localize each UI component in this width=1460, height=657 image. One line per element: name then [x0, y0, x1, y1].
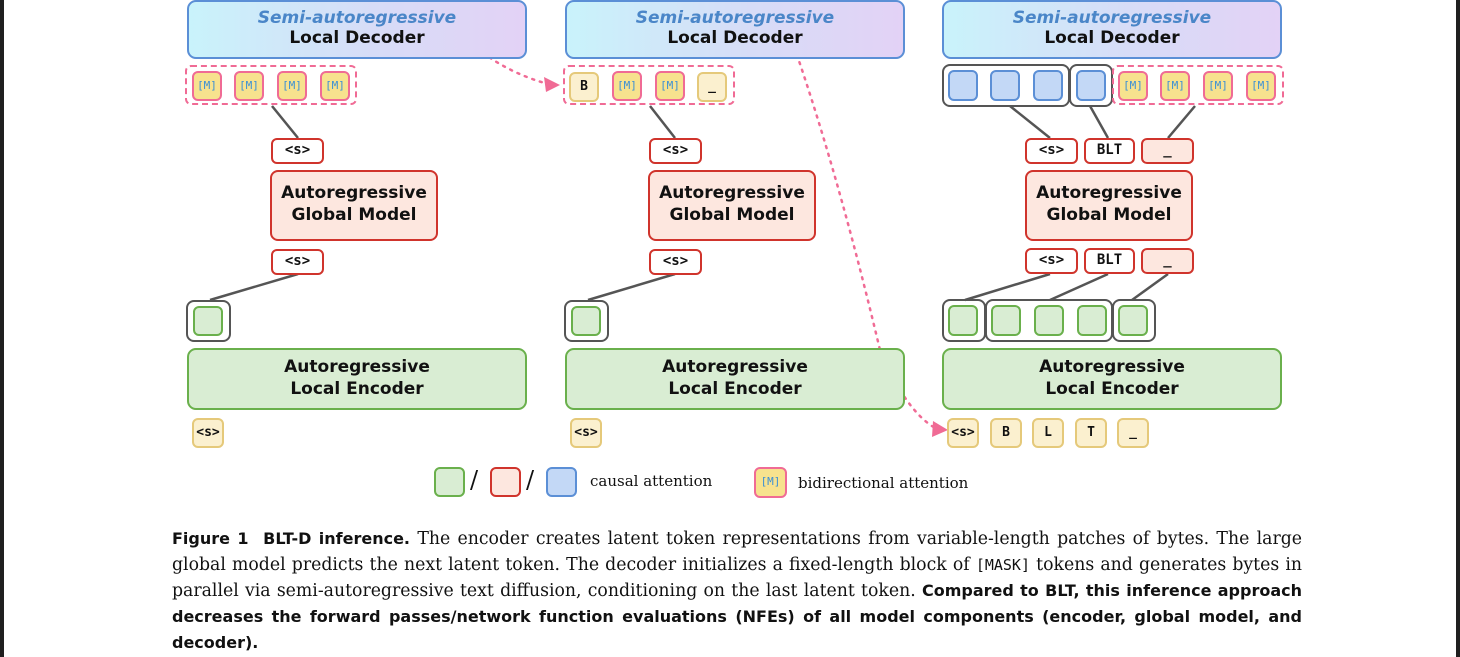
global-subtitle: Global Model: [1046, 205, 1172, 225]
mask-token: [M]: [234, 71, 264, 101]
local-encoder-1: Autoregressive Local Encoder: [187, 348, 527, 410]
decoder-causal-token: [990, 70, 1020, 101]
global-output-token: _: [1141, 248, 1194, 274]
figure-label: Figure 1: [172, 529, 249, 548]
mask-block-2: [563, 65, 735, 105]
latent-token: [991, 305, 1021, 336]
decoder-subtitle: Local Decoder: [289, 28, 425, 48]
latent-group: [564, 300, 609, 342]
mask-block-1: [185, 65, 357, 105]
latent-token: [193, 306, 223, 336]
decoded-byte-token: B: [569, 72, 599, 102]
global-output-token: BLT: [1084, 248, 1135, 274]
latent-token: [1077, 305, 1107, 336]
figure-caption: Figure 1 BLT-D inference. The encoder cr…: [172, 526, 1302, 656]
global-input-token: <s>: [649, 138, 702, 164]
mask-block-3: [1112, 65, 1284, 105]
latent-token: [1118, 305, 1148, 336]
global-title: Autoregressive: [1036, 183, 1182, 203]
global-model-1: Autoregressive Global Model: [270, 170, 438, 241]
global-output-token: <s>: [271, 249, 324, 275]
latent-token: [571, 306, 601, 336]
global-title: Autoregressive: [659, 183, 805, 203]
local-encoder-2: Autoregressive Local Encoder: [565, 348, 905, 410]
legend-bidirectional-label: bidirectional attention: [798, 474, 969, 492]
encoder-subtitle: Local Encoder: [290, 379, 424, 399]
mask-token: [M]: [320, 71, 350, 101]
latent-token: [1034, 305, 1064, 336]
mask-token: [M]: [1203, 71, 1233, 101]
encoder-subtitle: Local Encoder: [668, 379, 802, 399]
mask-token: [M]: [655, 71, 685, 101]
decoder-causal-token: [1033, 70, 1063, 101]
decoded-byte-token: _: [697, 72, 727, 102]
byte-token: _: [1117, 418, 1149, 448]
caption-text: tokens and generates bytes in parallel v…: [172, 555, 1302, 601]
byte-token: B: [990, 418, 1022, 448]
legend-causal-label: causal attention: [590, 472, 713, 490]
latent-group: [1112, 299, 1156, 342]
global-title: Autoregressive: [281, 183, 427, 203]
decoder-title: Semi-autoregressive: [257, 8, 457, 28]
decoder-causal-token: [948, 70, 978, 101]
global-model-2: Autoregressive Global Model: [648, 170, 816, 241]
local-decoder-1: Semi-autoregressive Local Decoder: [187, 0, 527, 59]
encoder-title: Autoregressive: [662, 357, 808, 377]
mask-token: [M]: [277, 71, 307, 101]
global-input-token: <s>: [1025, 138, 1078, 164]
global-input-token: _: [1141, 138, 1194, 164]
local-encoder-3: Autoregressive Local Encoder: [942, 348, 1282, 410]
local-decoder-3: Semi-autoregressive Local Decoder: [942, 0, 1282, 59]
global-output-token: <s>: [649, 249, 702, 275]
global-output-token: <s>: [1025, 248, 1078, 274]
decoder-causal-token: [1076, 70, 1106, 101]
legend-slash: /: [470, 466, 479, 494]
mask-token: [M]: [612, 71, 642, 101]
encoder-title: Autoregressive: [1039, 357, 1185, 377]
encoder-title: Autoregressive: [284, 357, 430, 377]
latent-token: [948, 305, 978, 336]
byte-token: <s>: [192, 418, 224, 448]
legend-mask-token: [M]: [754, 467, 787, 498]
byte-token: <s>: [570, 418, 602, 448]
legend-green-swatch: [434, 467, 465, 497]
decoder-title: Semi-autoregressive: [1012, 8, 1212, 28]
legend-slash: /: [526, 466, 535, 494]
global-input-token: <s>: [271, 138, 324, 164]
latent-group: [186, 300, 231, 342]
global-subtitle: Global Model: [669, 205, 795, 225]
caption-text: The encoder creates latent token represe…: [172, 529, 1303, 575]
mask-token: [M]: [192, 71, 222, 101]
legend-red-swatch: [490, 467, 521, 497]
byte-token: L: [1032, 418, 1064, 448]
byte-token: <s>: [947, 418, 979, 448]
decoder-subtitle: Local Decoder: [1044, 28, 1180, 48]
window-border-left: [0, 0, 4, 657]
decoder-subtitle: Local Decoder: [667, 28, 803, 48]
caption-bold-text: Compared to BLT, this inference approach…: [172, 581, 1302, 652]
legend-blue-swatch: [546, 467, 577, 497]
decoder-title: Semi-autoregressive: [635, 8, 835, 28]
global-model-3: Autoregressive Global Model: [1025, 170, 1193, 241]
byte-token: T: [1075, 418, 1107, 448]
mask-token: [M]: [1118, 71, 1148, 101]
mask-token: [M]: [1160, 71, 1190, 101]
global-subtitle: Global Model: [291, 205, 417, 225]
local-decoder-2: Semi-autoregressive Local Decoder: [565, 0, 905, 59]
mask-token: [M]: [1246, 71, 1276, 101]
encoder-subtitle: Local Encoder: [1045, 379, 1179, 399]
window-border-right: [1456, 0, 1460, 657]
figure-title: BLT-D inference.: [263, 529, 411, 548]
global-input-token: BLT: [1084, 138, 1135, 164]
mask-keyword: [MASK]: [975, 556, 1030, 574]
